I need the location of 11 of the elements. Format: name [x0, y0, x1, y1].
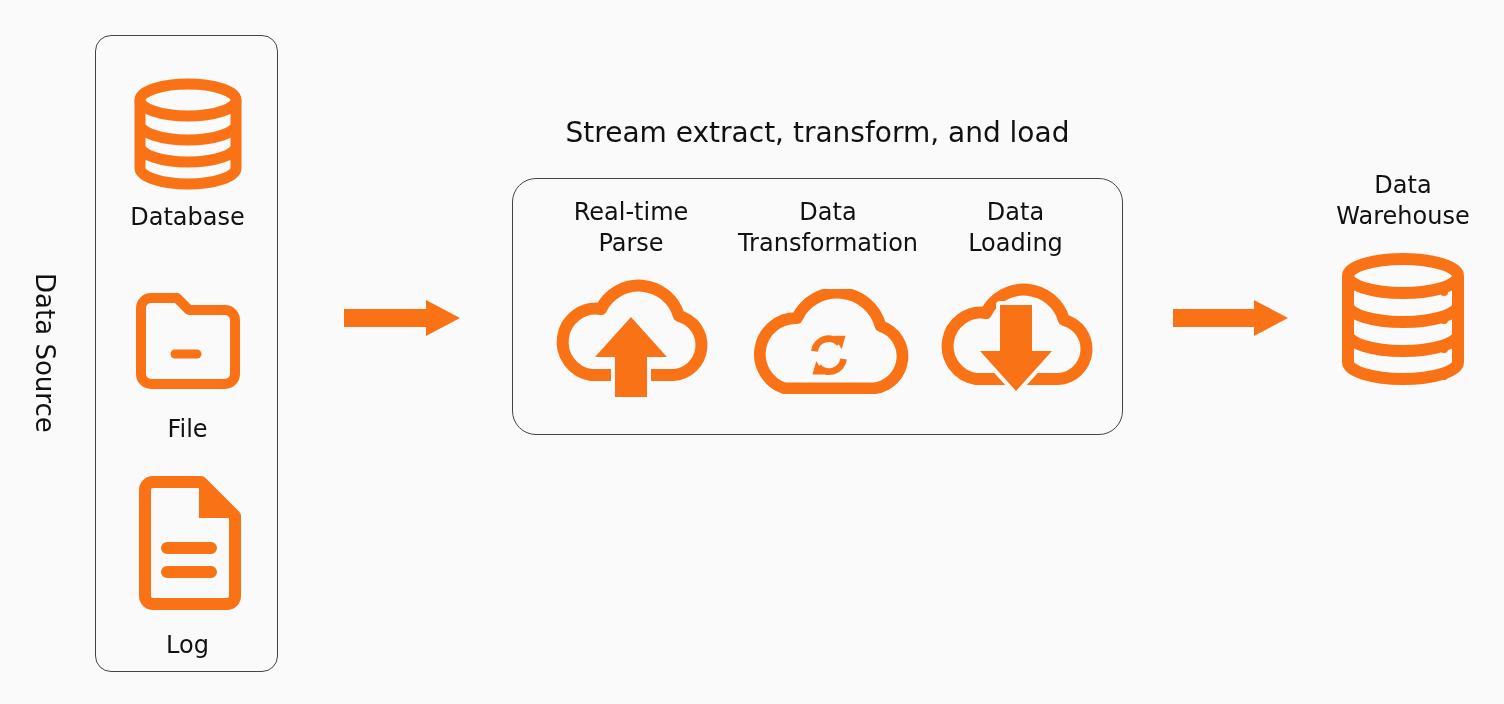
node-label: Database: [129, 202, 246, 233]
node-label: File: [166, 414, 209, 445]
node-label: Data Loading: [967, 197, 1064, 260]
node-label: Data Transformation: [736, 197, 920, 260]
group-title: Stream extract, transform, and load: [564, 115, 1071, 151]
flow-arrow: [1173, 300, 1288, 336]
node-label: Data Warehouse: [1335, 170, 1471, 233]
node-label: Real-time Parse: [572, 197, 690, 260]
flow-arrow: [344, 300, 460, 336]
group-title: Data Source: [28, 272, 61, 433]
node-label: Log: [165, 630, 210, 661]
